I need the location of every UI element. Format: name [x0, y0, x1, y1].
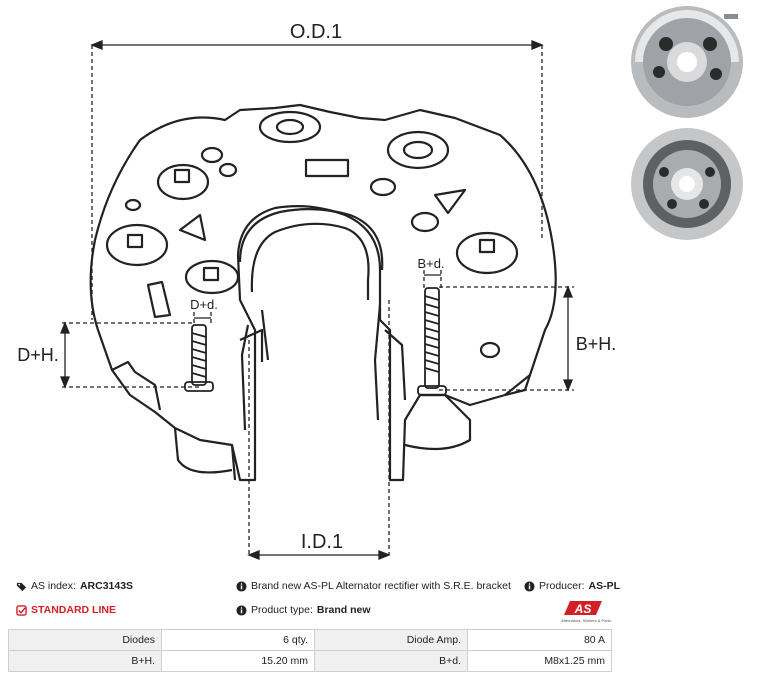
standard-line: STANDARD LINE [16, 604, 116, 616]
spec-key: Diode Amp. [314, 629, 468, 651]
checkbox-icon [16, 604, 27, 616]
logo-text: AS [574, 602, 592, 616]
product-photo-bottom [631, 128, 743, 240]
spec-value: 15.20 mm [161, 650, 315, 672]
dd-label: D+d. [190, 297, 218, 312]
table-row: Diodes 6 qty. Diode Amp. 80 A [8, 629, 612, 651]
info-icon [524, 580, 535, 592]
as-pl-logo: AS Alternators, Starters & Parts [561, 601, 611, 623]
info-icon [236, 604, 247, 616]
od-label: O.D.1 [290, 21, 342, 43]
info-icon [236, 580, 247, 592]
product-photos [631, 6, 743, 240]
bh-label: B+H. [576, 334, 617, 354]
producer-label: Producer: [539, 580, 585, 592]
rectifier-body [89, 103, 557, 482]
producer: Producer: AS-PL [524, 580, 620, 592]
dh-label: D+H. [17, 345, 59, 365]
specs-table: Diodes 6 qty. Diode Amp. 80 A B+H. 15.20… [8, 629, 612, 672]
tags-icon [16, 582, 27, 591]
description-text: Brand new AS-PL Alternator rectifier wit… [251, 580, 511, 592]
spec-value: 80 A [467, 629, 612, 651]
product-photo-top [631, 6, 743, 118]
as-index-label: AS index: [31, 580, 76, 592]
spec-value: M8x1.25 mm [467, 650, 612, 672]
product-type: Product type: Brand new [236, 604, 371, 616]
standard-line-label: STANDARD LINE [31, 604, 116, 616]
spec-value: 6 qty. [161, 629, 315, 651]
as-index-value: ARC3143S [79, 580, 134, 592]
id-label: I.D.1 [301, 531, 343, 553]
table-row: B+H. 15.20 mm B+d. M8x1.25 mm [8, 650, 612, 672]
logo-tagline: Alternators, Starters & Parts [561, 618, 611, 623]
product-type-value: Brand new [316, 604, 371, 616]
as-index: AS index: ARC3143S [16, 580, 133, 592]
producer-value: AS-PL [588, 580, 621, 592]
spec-key: B+H. [8, 650, 162, 672]
spec-key: B+d. [314, 650, 468, 672]
bd-label: B+d. [417, 256, 444, 271]
rectifier-drawing: O.D.1 I.D.1 D+H. B+H. D+d. B+d. [17, 21, 617, 560]
spec-key: Diodes [8, 629, 162, 651]
product-type-label: Product type: [251, 604, 313, 616]
product-info: AS index: ARC3143S STANDARD LINE Brand n… [0, 576, 759, 626]
description: Brand new AS-PL Alternator rectifier wit… [236, 580, 511, 592]
